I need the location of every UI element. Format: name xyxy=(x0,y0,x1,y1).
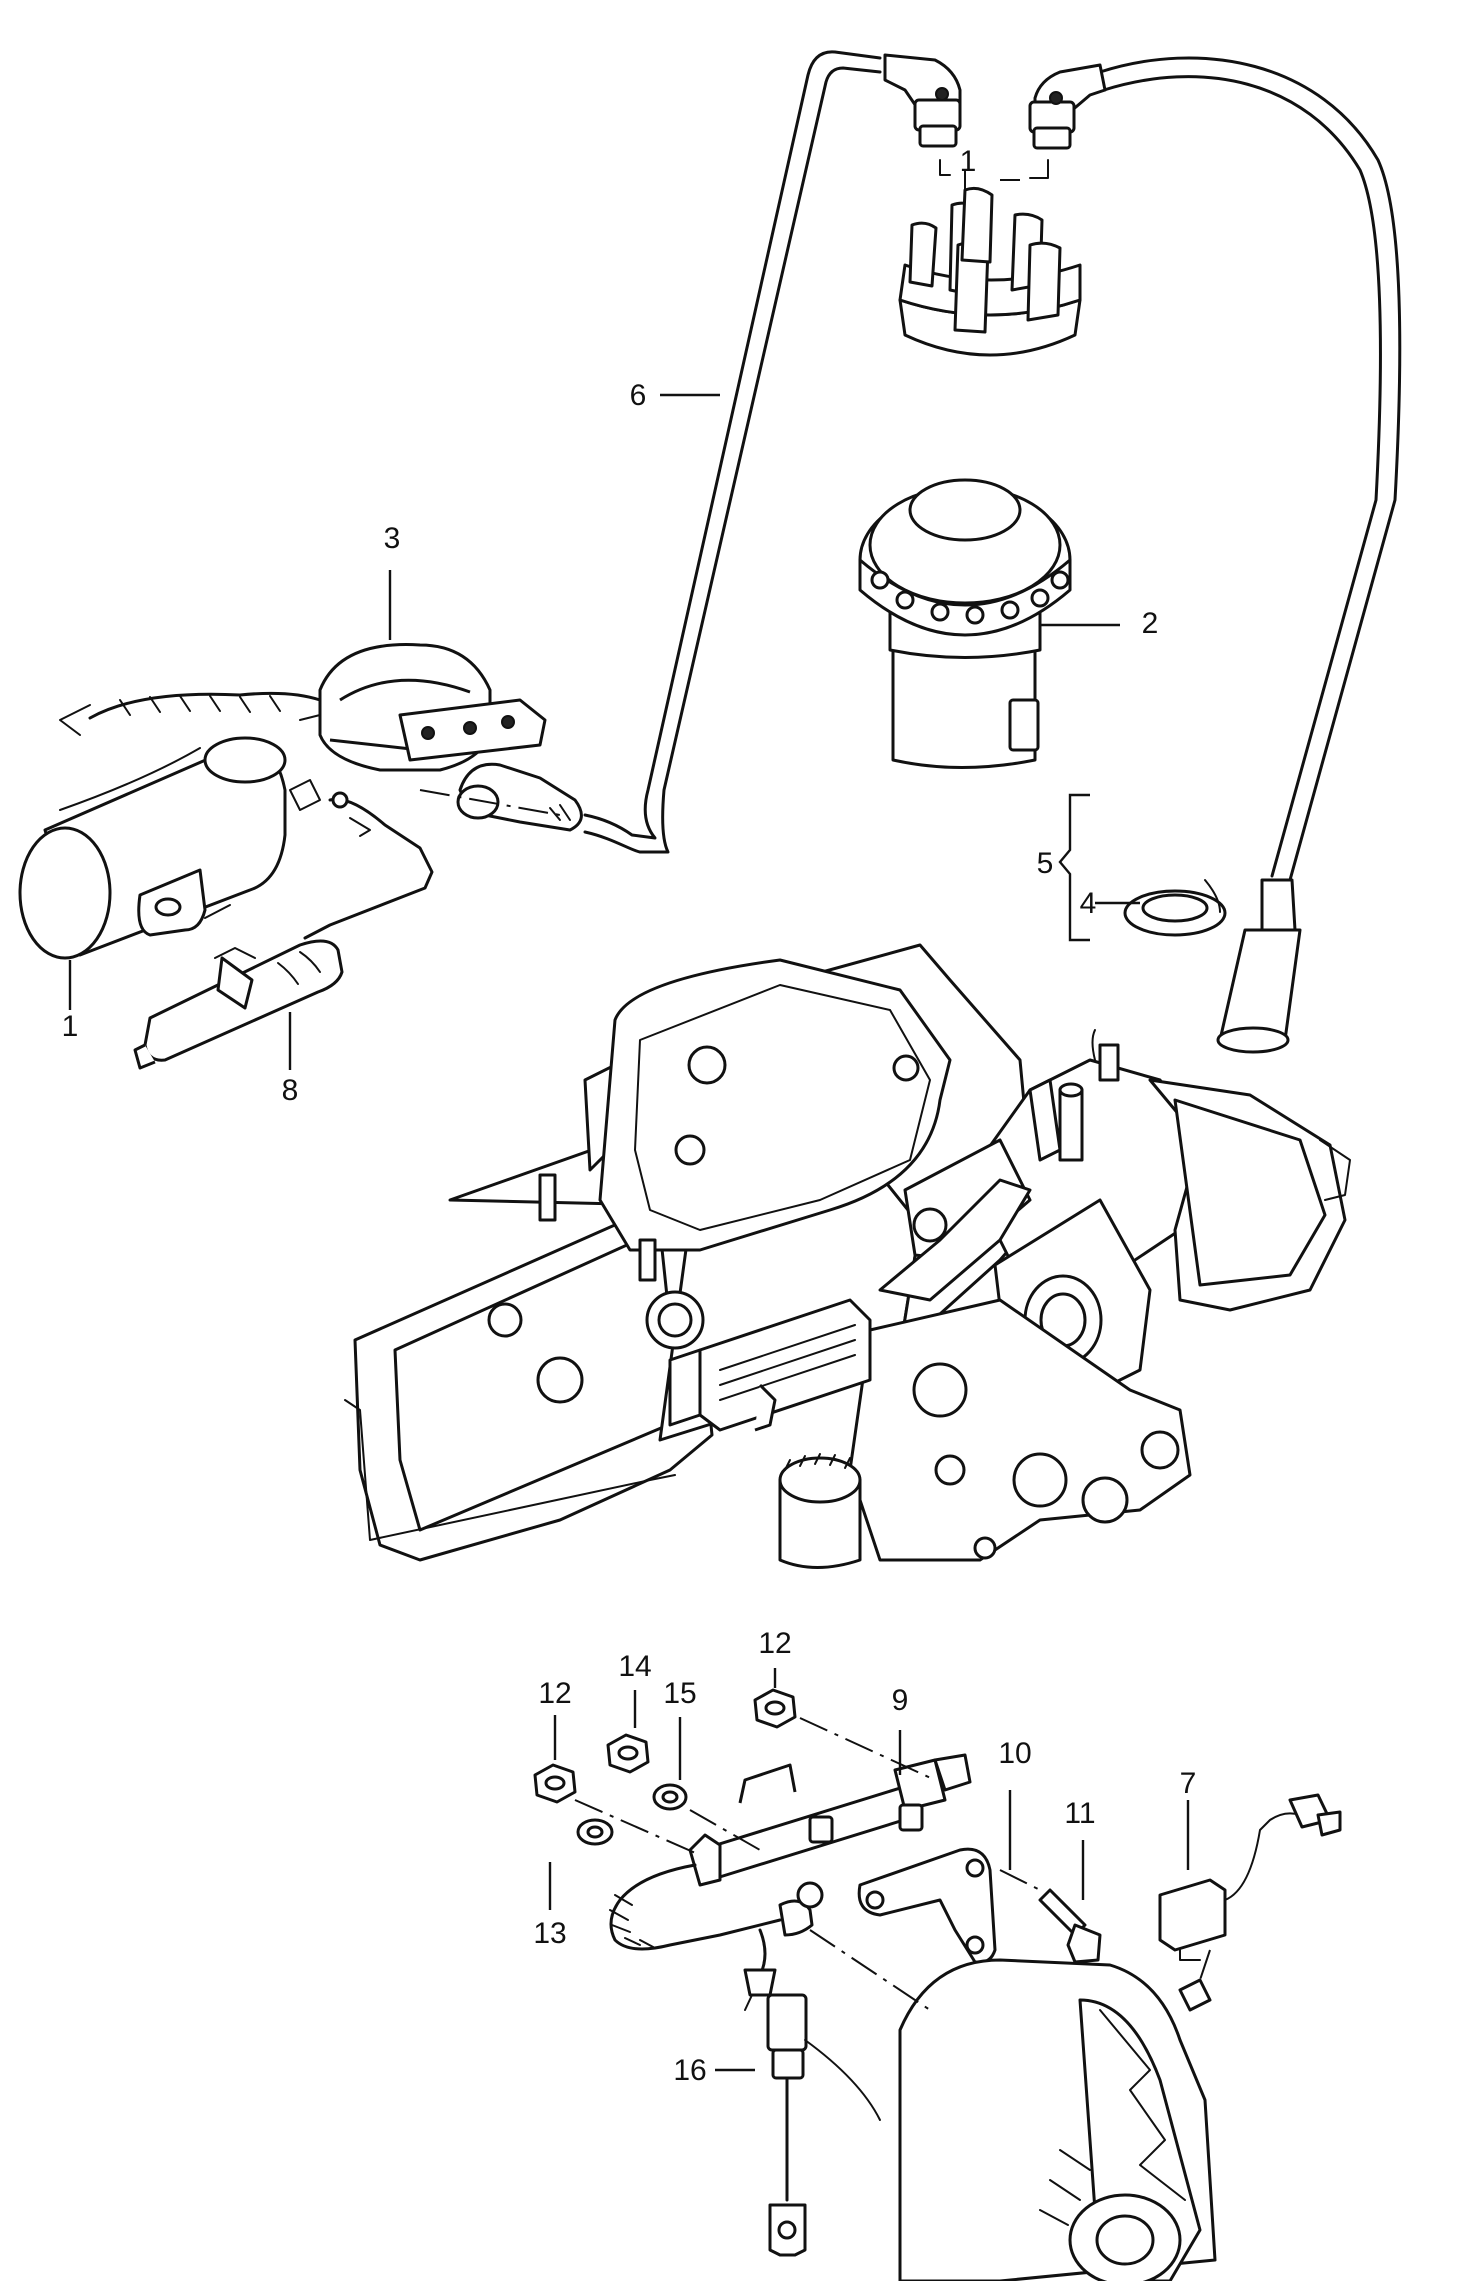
callout-12-left: 12 xyxy=(538,1677,571,1710)
callout-1-cap: 1 xyxy=(960,145,977,178)
callout-bracket-5 xyxy=(1058,793,1090,942)
callout-2: 2 xyxy=(1142,607,1159,640)
grommet[interactable] xyxy=(1123,879,1227,937)
connector-guide-right xyxy=(1029,159,1049,179)
callout-12-top: 12 xyxy=(758,1627,791,1660)
spark-plug-cable[interactable] xyxy=(1098,56,1402,882)
mounting-bracket[interactable] xyxy=(857,1847,997,1964)
callout-5: 5 xyxy=(1037,847,1054,880)
alternator xyxy=(898,1958,1217,2281)
voltage-regulator-7[interactable] xyxy=(1158,1793,1342,1961)
distributor[interactable] xyxy=(858,478,1072,769)
interference-suppressor-16[interactable] xyxy=(766,1993,881,2257)
temperature-sender-cable[interactable] xyxy=(303,791,434,940)
hex-nut-12-top[interactable] xyxy=(753,1688,797,1729)
hex-nut-12-left[interactable] xyxy=(533,1763,577,1804)
coil-boot[interactable] xyxy=(456,762,583,832)
callout-labels: 1 1 2 3 4 5 6 7 8 9 10 11 12 12 13 14 15… xyxy=(62,145,1197,2087)
distributor-cap-guides xyxy=(964,169,1020,191)
hex-nut-14[interactable] xyxy=(606,1733,650,1774)
callout-1-coil: 1 xyxy=(62,1010,79,1043)
spark-plug-connector[interactable] xyxy=(1216,878,1302,1054)
callout-8: 8 xyxy=(282,1074,299,1107)
screw-11[interactable] xyxy=(1038,1888,1102,1964)
distributor-cap[interactable] xyxy=(898,186,1082,357)
callout-7: 7 xyxy=(1180,1767,1197,1800)
callout-9: 9 xyxy=(892,1684,909,1717)
washer-13[interactable] xyxy=(576,1818,614,1846)
callout-6: 6 xyxy=(630,379,647,412)
callout-15: 15 xyxy=(663,1677,696,1710)
suppressor-cable[interactable] xyxy=(609,1753,972,1951)
callout-3: 3 xyxy=(384,522,401,555)
callout-13: 13 xyxy=(533,1917,566,1950)
temperature-sender[interactable] xyxy=(133,939,344,1070)
ground-braid-strap[interactable] xyxy=(59,691,322,736)
callout-10: 10 xyxy=(998,1737,1031,1770)
distributor-connector-left[interactable] xyxy=(883,53,962,148)
callout-leaders xyxy=(68,393,1190,2072)
engine-block xyxy=(344,943,1351,1569)
callout-14: 14 xyxy=(618,1650,651,1683)
ignition-cable-coil[interactable] xyxy=(583,50,882,854)
distributor-connector-right[interactable] xyxy=(1028,63,1107,150)
coil-cap-connector[interactable] xyxy=(299,643,547,772)
callout-11: 11 xyxy=(1064,1797,1095,1830)
washer-15[interactable] xyxy=(652,1783,688,1811)
callout-4: 4 xyxy=(1080,887,1097,920)
callout-16: 16 xyxy=(673,2054,706,2087)
assembly-lines xyxy=(419,789,1211,2011)
connector-guide-left xyxy=(939,159,951,176)
ignition-coil[interactable] xyxy=(18,736,321,960)
